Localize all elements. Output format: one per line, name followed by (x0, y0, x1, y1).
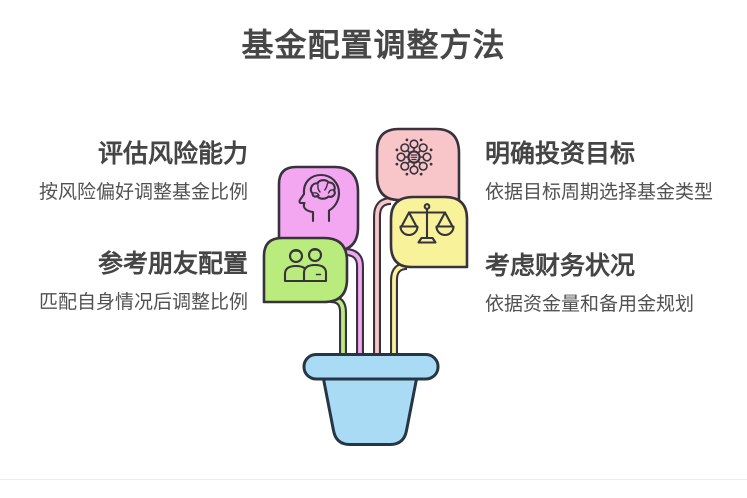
item-block-goal: 明确投资目标 依据目标周期选择基金类型 (485, 141, 725, 204)
plant-illustration (262, 127, 469, 446)
item-block-risk: 评估风险能力 按风险偏好调整基金比例 (8, 141, 248, 204)
network-icon (395, 138, 433, 176)
stem-green (329, 295, 347, 358)
item-heading-finance: 考虑财务状况 (485, 252, 636, 280)
page-title: 基金配置调整方法 (241, 27, 506, 63)
item-description-risk: 按风险偏好调整基金比例 (38, 182, 248, 204)
item-block-friends: 参考朋友配置 匹配自身情况后调整比例 (8, 251, 248, 314)
item-description-goal: 依据目标周期选择基金类型 (485, 182, 714, 204)
item-heading-goal: 明确投资目标 (485, 140, 636, 168)
flower-pot (302, 353, 440, 446)
bottom-divider (0, 479, 747, 480)
stem-magenta (344, 248, 364, 358)
item-heading-friends: 参考朋友配置 (97, 250, 248, 278)
leaf-goal (375, 127, 461, 202)
scales-icon (399, 203, 455, 244)
item-block-finance: 考虑财务状况 依据资金量和备用金规划 (485, 253, 725, 316)
item-heading-risk: 评估风险能力 (97, 140, 248, 168)
people-icon (283, 247, 328, 283)
stem-yellow (390, 262, 408, 358)
stem-pink (373, 197, 392, 358)
item-description-finance: 依据资金量和备用金规划 (485, 294, 695, 316)
brain-head-icon (298, 173, 341, 223)
item-description-friends: 匹配自身情况后调整比例 (38, 292, 248, 314)
